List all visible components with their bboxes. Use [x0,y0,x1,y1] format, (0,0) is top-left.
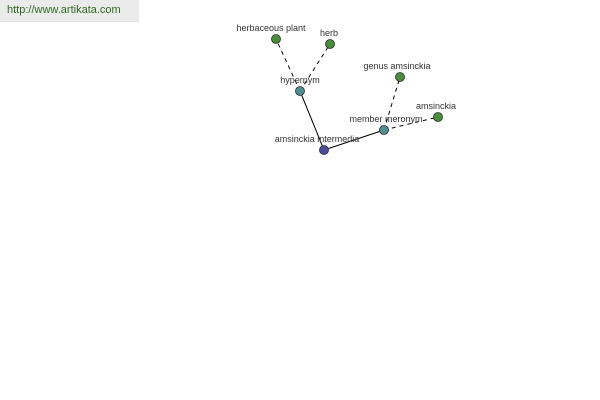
node-root[interactable] [319,145,329,155]
node-herbaceous[interactable] [271,34,281,44]
edge-root-meronym [323,129,385,151]
node-meronym[interactable] [379,125,389,135]
edge-hypernym-herbaceous [275,38,301,92]
node-amsinckia[interactable] [433,112,443,122]
label-herbaceous[interactable]: herbaceous plant [236,23,306,33]
label-root[interactable]: amsinckia intermedia [275,134,360,144]
source-link-bar: http://www.artikata.com [0,0,139,22]
edge-meronym-genus [383,76,401,131]
node-genus[interactable] [395,72,405,82]
node-hypernym[interactable] [295,86,305,96]
label-amsinckia[interactable]: amsinckia [416,101,456,111]
label-meronym[interactable]: member meronym [349,114,422,124]
edge-hypernym-herb [299,43,331,92]
edge-meronym-amsinckia [383,116,439,131]
node-herb[interactable] [325,39,335,49]
label-genus[interactable]: genus amsinckia [363,61,430,71]
edges [275,38,439,151]
source-link[interactable]: http://www.artikata.com [7,4,121,16]
label-herb[interactable]: herb [320,28,338,38]
labels: amsinckia intermedia hypernym member meron… [236,23,456,144]
nodes [271,34,443,155]
edge-root-hypernym [299,90,325,151]
label-hypernym[interactable]: hypernym [280,75,320,85]
